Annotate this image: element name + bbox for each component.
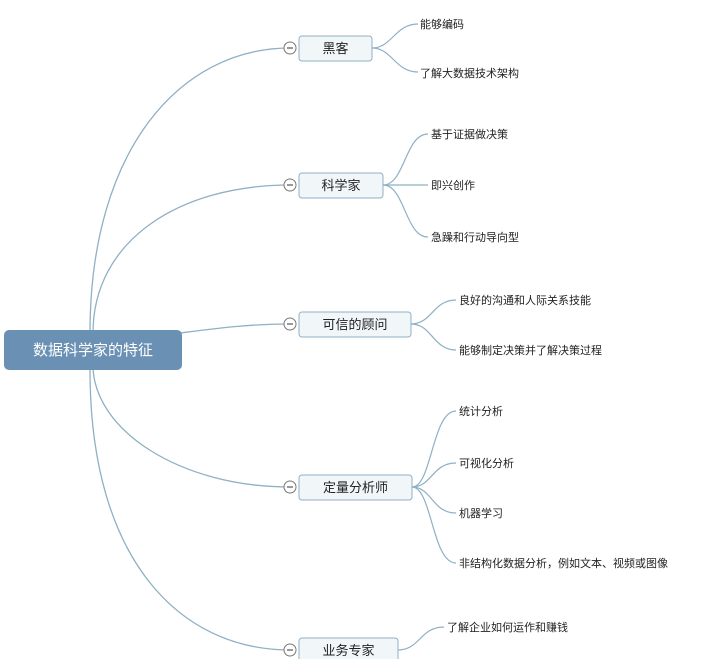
connector-topic-1-leaf-0	[382, 133, 429, 186]
topic-label: 黑客	[322, 41, 348, 57]
leaf-label[interactable]: 良好的沟通和人际关系技能	[459, 293, 591, 307]
collapse-toggle-business-expert[interactable]	[283, 643, 297, 657]
leaf-label[interactable]: 能够制定决策并了解决策过程	[459, 343, 602, 357]
connector-topic-3-leaf-0	[411, 410, 457, 488]
connector-root-topic-1	[92, 184, 291, 334]
connector-topic-3-leaf-3	[411, 486, 457, 564]
connector-root-topic-2	[179, 323, 291, 334]
collapse-toggle-quant-analyst[interactable]	[283, 480, 297, 494]
topic-label: 科学家	[321, 178, 360, 194]
leaf-label[interactable]: 能够编码	[420, 17, 464, 31]
connector-topic-1-leaf-2	[382, 184, 429, 238]
collapse-toggle-hacker[interactable]	[283, 41, 297, 55]
leaf-label[interactable]: 可视化分析	[459, 456, 514, 470]
leaf-label[interactable]: 非结构化数据分析，例如文本、视频或图像	[459, 556, 668, 570]
connector-root-topic-4	[89, 369, 291, 651]
connector-topic-0-leaf-0	[371, 23, 419, 49]
topic-node-business-expert[interactable]: 业务专家	[298, 637, 399, 659]
connector-topic-3-leaf-1	[411, 462, 457, 488]
connector-topic-0-leaf-1	[371, 47, 419, 73]
topic-node-trusted-advisor[interactable]: 可信的顾问	[298, 311, 412, 338]
collapse-toggle-scientist[interactable]	[283, 178, 297, 192]
leaf-label[interactable]: 了解企业如何运作和赚钱	[447, 620, 568, 634]
topic-node-quant-analyst[interactable]: 定量分析师	[298, 474, 413, 501]
topic-label: 业务专家	[322, 643, 374, 659]
leaf-label[interactable]: 急躁和行动导向型	[431, 230, 519, 244]
connector-root-topic-0	[89, 47, 291, 334]
connector-topic-2-leaf-1	[410, 323, 457, 351]
topic-node-hacker[interactable]: 黑客	[298, 35, 373, 62]
connector-root-topic-3	[92, 364, 291, 488]
connector-layer	[89, 23, 457, 651]
topic-label: 定量分析师	[323, 481, 388, 496]
leaf-label[interactable]: 即兴创作	[431, 179, 475, 192]
topic-label: 可信的顾问	[322, 317, 387, 333]
leaf-label[interactable]: 统计分析	[459, 404, 503, 418]
root-node[interactable]: 数据科学家的特征	[4, 330, 182, 370]
leaf-label[interactable]: 机器学习	[459, 506, 503, 520]
collapse-toggle-trusted-advisor[interactable]	[283, 317, 297, 331]
leaf-label[interactable]: 基于证据做决策	[431, 127, 508, 141]
root-label: 数据科学家的特征	[33, 341, 153, 359]
leaf-label[interactable]: 了解大数据技术架构	[420, 66, 519, 80]
connector-topic-4-leaf-0	[397, 626, 445, 651]
connector-topic-2-leaf-0	[410, 299, 457, 325]
topic-node-scientist[interactable]: 科学家	[298, 172, 384, 199]
connector-topic-3-leaf-2	[411, 486, 457, 514]
